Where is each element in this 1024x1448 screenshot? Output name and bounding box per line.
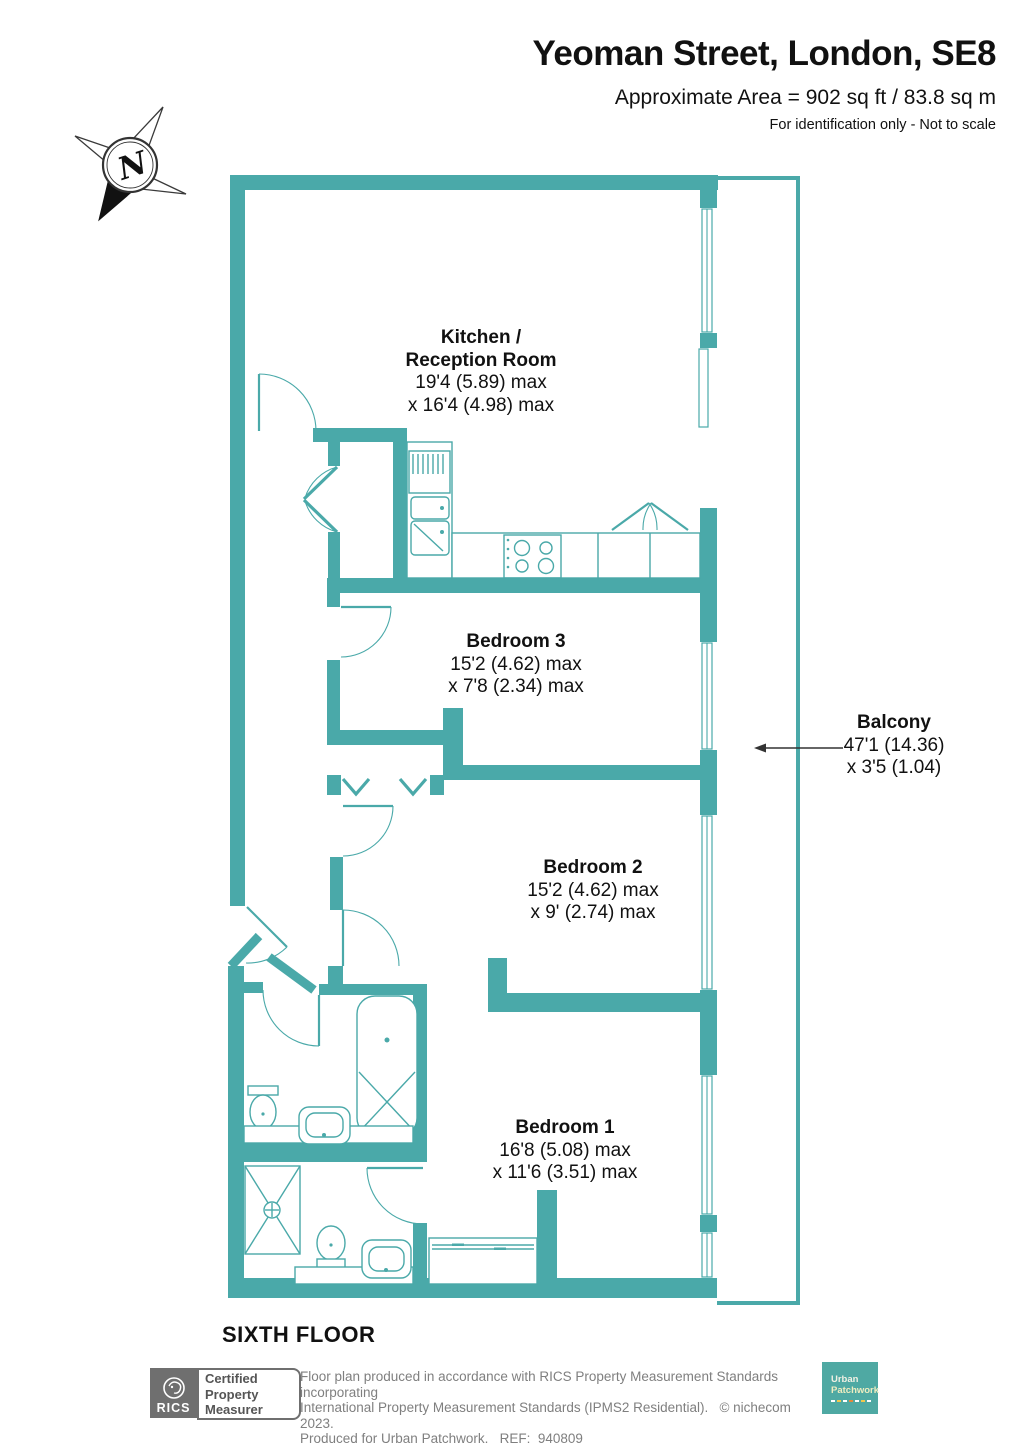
toilet xyxy=(316,1225,346,1269)
label-bedroom-1: Bedroom 1 16'8 (5.08) max x 11'6 (3.51) … xyxy=(492,1117,638,1183)
window-icon xyxy=(701,642,713,750)
toilet xyxy=(247,1085,279,1130)
walls xyxy=(227,175,718,1298)
floor-label: SIXTH FLOOR xyxy=(222,1322,376,1347)
window-icon xyxy=(701,208,713,333)
balcony-double-doors xyxy=(611,502,689,531)
windows xyxy=(698,208,713,1278)
page-title: Yeoman Street, London, SE8 xyxy=(532,34,997,73)
basin-sink xyxy=(361,1239,412,1279)
doors xyxy=(245,373,689,1225)
kitchen-fixtures xyxy=(406,441,701,579)
door-entrance xyxy=(245,906,288,964)
approximate-area: Approximate Area = 902 sq ft / 83.8 sq m xyxy=(614,86,996,109)
door-shower-room xyxy=(366,1166,424,1225)
balcony-arrow xyxy=(754,743,843,753)
label-bedroom-2: Bedroom 2 15'2 (4.62) max x 9' (2.74) ma… xyxy=(527,857,659,923)
basin-sink xyxy=(298,1106,351,1145)
window-icon xyxy=(698,348,709,428)
kitchen-sink-unit xyxy=(408,450,451,556)
north-compass-icon: N xyxy=(74,106,187,222)
window-icon xyxy=(701,1075,713,1215)
closet-bifold-doors xyxy=(302,465,339,534)
label-kitchen-reception: Kitchen / Reception Room 19'4 (5.89) max… xyxy=(405,327,557,416)
urban-patchwork-logo: Urban Patchwork xyxy=(822,1362,880,1414)
bathroom-fixtures xyxy=(243,995,418,1285)
label-bedroom-3: Bedroom 3 15'2 (4.62) max x 7'8 (2.34) m… xyxy=(448,631,584,697)
footer-line-2: International Property Measurement Stand… xyxy=(300,1400,791,1431)
rics-lion-icon xyxy=(162,1377,185,1399)
window-icon xyxy=(701,1232,713,1278)
window-icon xyxy=(701,815,713,990)
hob-icon xyxy=(503,534,562,579)
urban-patchwork-line1: Urban xyxy=(831,1374,859,1385)
accordion-door xyxy=(341,777,428,797)
rics-wordmark: RICS xyxy=(156,1401,191,1415)
door-kitchen xyxy=(257,373,317,432)
shower-tray xyxy=(244,1165,301,1255)
certified-property-measurer-badge: Certified Property Measurer xyxy=(197,1368,301,1420)
urban-patchwork-line2: Patchwork xyxy=(831,1385,880,1396)
door-bedroom3 xyxy=(340,605,392,658)
balcony-outline xyxy=(717,176,800,1305)
door-hallway xyxy=(341,909,400,967)
label-balcony: Balcony 47'1 (14.36) x 3'5 (1.04) xyxy=(843,712,945,778)
header: Yeoman Street, London, SE8 Approximate A… xyxy=(532,34,997,133)
footer-disclaimer: Floor plan produced in accordance with R… xyxy=(300,1369,820,1447)
door-bedroom2 xyxy=(342,804,394,857)
door-bathroom xyxy=(262,989,321,1047)
kitchen-counter-bottom xyxy=(451,532,701,579)
wardrobe xyxy=(428,1237,538,1285)
identification-note: For identification only - Not to scale xyxy=(769,117,996,133)
rics-logo: RICS xyxy=(150,1368,197,1418)
bathtub xyxy=(356,995,418,1137)
kitchen-counter-left xyxy=(406,441,453,579)
urban-patchwork-dashes xyxy=(831,1400,878,1402)
footer-line-3: Produced for Urban Patchwork. REF: 94080… xyxy=(300,1431,583,1446)
footer-line-1: Floor plan produced in accordance with R… xyxy=(300,1369,778,1400)
